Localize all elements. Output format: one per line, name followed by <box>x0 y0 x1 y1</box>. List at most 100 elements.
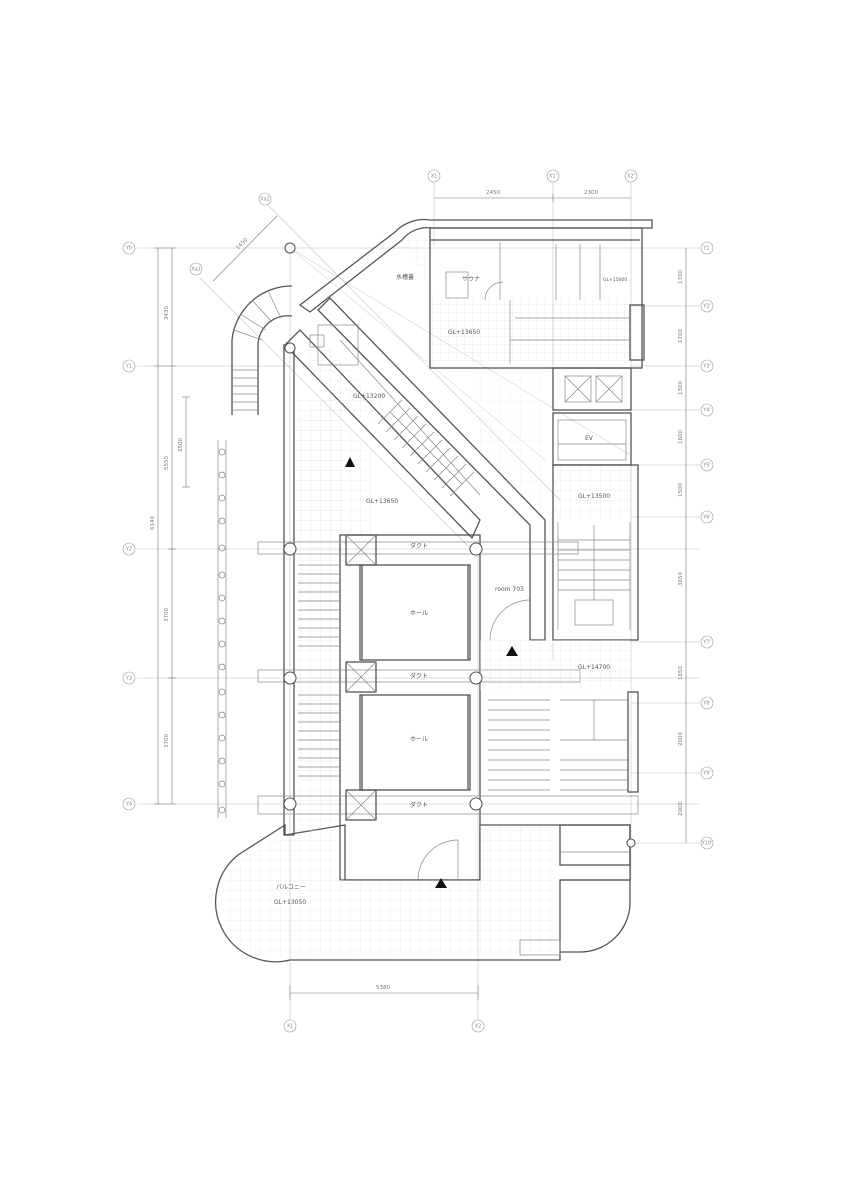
axis-bubble-xa2: Xa2 <box>258 192 272 206</box>
axis-label: Y0 <box>125 246 132 252</box>
column <box>284 242 296 254</box>
entry-arrow-icon <box>506 646 518 656</box>
dimension-text: 1700 <box>678 270 684 284</box>
axis-label: X2 <box>475 1024 482 1030</box>
axis-bubble-x1: X1 <box>283 1019 297 1033</box>
entry-arrow-icon <box>435 878 447 888</box>
dimension-text: 3700 <box>164 734 170 748</box>
facade-louvers <box>217 440 227 818</box>
axis-bubble-y5p: Y5' <box>700 458 714 472</box>
dimension-text: 2000 <box>678 802 684 816</box>
level-label: GL+13200 <box>353 393 385 400</box>
axis-bubble-y1: Y1 <box>122 359 136 373</box>
level-label: GL+15000 <box>603 277 627 283</box>
axis-label: X1' <box>549 174 557 180</box>
room-label-unit: room 703 <box>495 586 524 593</box>
axis-bubble-y8p: Y8' <box>700 696 714 710</box>
room-label-duct: ダクト <box>410 801 428 809</box>
axis-label: Y4 <box>125 802 132 808</box>
room-label-duct: ダクト <box>410 672 428 680</box>
column <box>469 797 483 811</box>
level-label: GL+13650 <box>448 329 480 336</box>
axis-bubble-xa1: Xa1 <box>189 262 203 276</box>
room-label-hall: ホール <box>410 736 428 743</box>
column <box>283 671 297 685</box>
room-label-balcony: バルコニー <box>276 884 306 891</box>
axis-label: Y7' <box>702 640 711 646</box>
dimension-text: 1450 <box>235 237 249 251</box>
level-label: GL+14700 <box>578 664 610 671</box>
level-label: GL+13500 <box>578 493 610 500</box>
room-label-duct: ダクト <box>410 542 428 550</box>
axis-label: Y4' <box>702 408 711 414</box>
dimension-text: 3430 <box>164 306 170 320</box>
room-labels: 水槽蓋 サウナ GL+15000 GL+13650 GL+13200 GL+13… <box>274 273 627 906</box>
building-walls <box>215 218 653 963</box>
column <box>283 797 297 811</box>
room-label-elevator: EV <box>585 435 594 442</box>
axis-bubble-y3p: Y3' <box>700 359 714 373</box>
axis-label: Y10' <box>701 841 713 847</box>
level-label: GL+13050 <box>274 899 306 906</box>
column <box>469 542 483 556</box>
axis-label: Y8' <box>702 701 711 707</box>
dimension-text: 1300 <box>678 381 684 395</box>
axis-bubble-y4: Y4 <box>122 797 136 811</box>
axis-label: Y6' <box>702 515 711 521</box>
column <box>284 342 296 354</box>
axis-bubble-y6p: Y6' <box>700 510 714 524</box>
axis-label: Y2' <box>702 304 711 310</box>
axis-label: Y3' <box>702 364 711 370</box>
dimension-text: 2500 <box>178 438 184 452</box>
axis-bubble-y4p: Y4' <box>700 403 714 417</box>
axis-bubble-y2p: Y2' <box>700 299 714 313</box>
entry-arrow-icon <box>345 457 355 467</box>
axis-label: Y5' <box>702 463 711 469</box>
column <box>283 542 297 556</box>
dimension-text: 1650 <box>678 666 684 680</box>
entry-markers <box>345 457 518 888</box>
dimension-text: 3700 <box>164 608 170 622</box>
axis-bubble-y0: Y0 <box>122 241 136 255</box>
axis-label: X2' <box>627 174 635 180</box>
axis-bubble-y7p: Y7' <box>700 635 714 649</box>
axis-bubble-x0top: X1 <box>427 169 441 183</box>
axis-bubble-y9p: Y9' <box>700 766 714 780</box>
level-label: GL+13650 <box>366 498 398 505</box>
axis-bubble-y10p: Y10' <box>701 836 714 850</box>
axis-label: Y3 <box>125 676 132 682</box>
axis-label: Y1' <box>702 246 711 252</box>
dimension-text: 5380 <box>376 985 390 991</box>
room-label-water-tank: 水槽蓋 <box>396 273 414 281</box>
spiral-stair <box>231 285 293 415</box>
column <box>626 838 636 848</box>
axis-bubble-x1top: X1' <box>546 169 560 183</box>
columns <box>283 242 636 848</box>
axis-label: Y9' <box>702 771 711 777</box>
axis-bubble-y2: Y2 <box>122 542 136 556</box>
dimension-text: 3650 <box>678 572 684 586</box>
axis-bubble-x2: X2 <box>471 1019 485 1033</box>
axis-bubbles: X1 X2 X1 X1' X2' Xa2 Xa1 Y0 Y1 Y2 Y3 Y4 … <box>122 169 714 1033</box>
axis-label: Y2 <box>125 547 132 553</box>
room-label-hall: ホール <box>410 610 428 617</box>
dimension-text: 1700 <box>678 329 684 343</box>
dimension-text: 5550 <box>164 456 170 470</box>
dimension-text: 1500 <box>678 483 684 497</box>
axis-bubble-y3: Y3 <box>122 671 136 685</box>
dimension-text: 2000 <box>678 732 684 746</box>
column <box>469 671 483 685</box>
axis-label: Xa2 <box>260 197 270 203</box>
dimension-text: 1600 <box>678 430 684 444</box>
dimension-text: 2450 <box>486 190 500 196</box>
axis-label: Xa1 <box>191 267 201 273</box>
axis-label: Y1 <box>125 364 132 370</box>
room-label-sauna: サウナ <box>462 275 480 283</box>
axis-label: X1 <box>287 1024 294 1030</box>
dimension-text: 6140 <box>150 516 156 530</box>
axis-bubble-x2top: X2' <box>624 169 638 183</box>
axis-label: X1 <box>431 174 438 180</box>
axis-bubble-y1p: Y1' <box>700 241 714 255</box>
dimension-text: 2300 <box>584 190 598 196</box>
